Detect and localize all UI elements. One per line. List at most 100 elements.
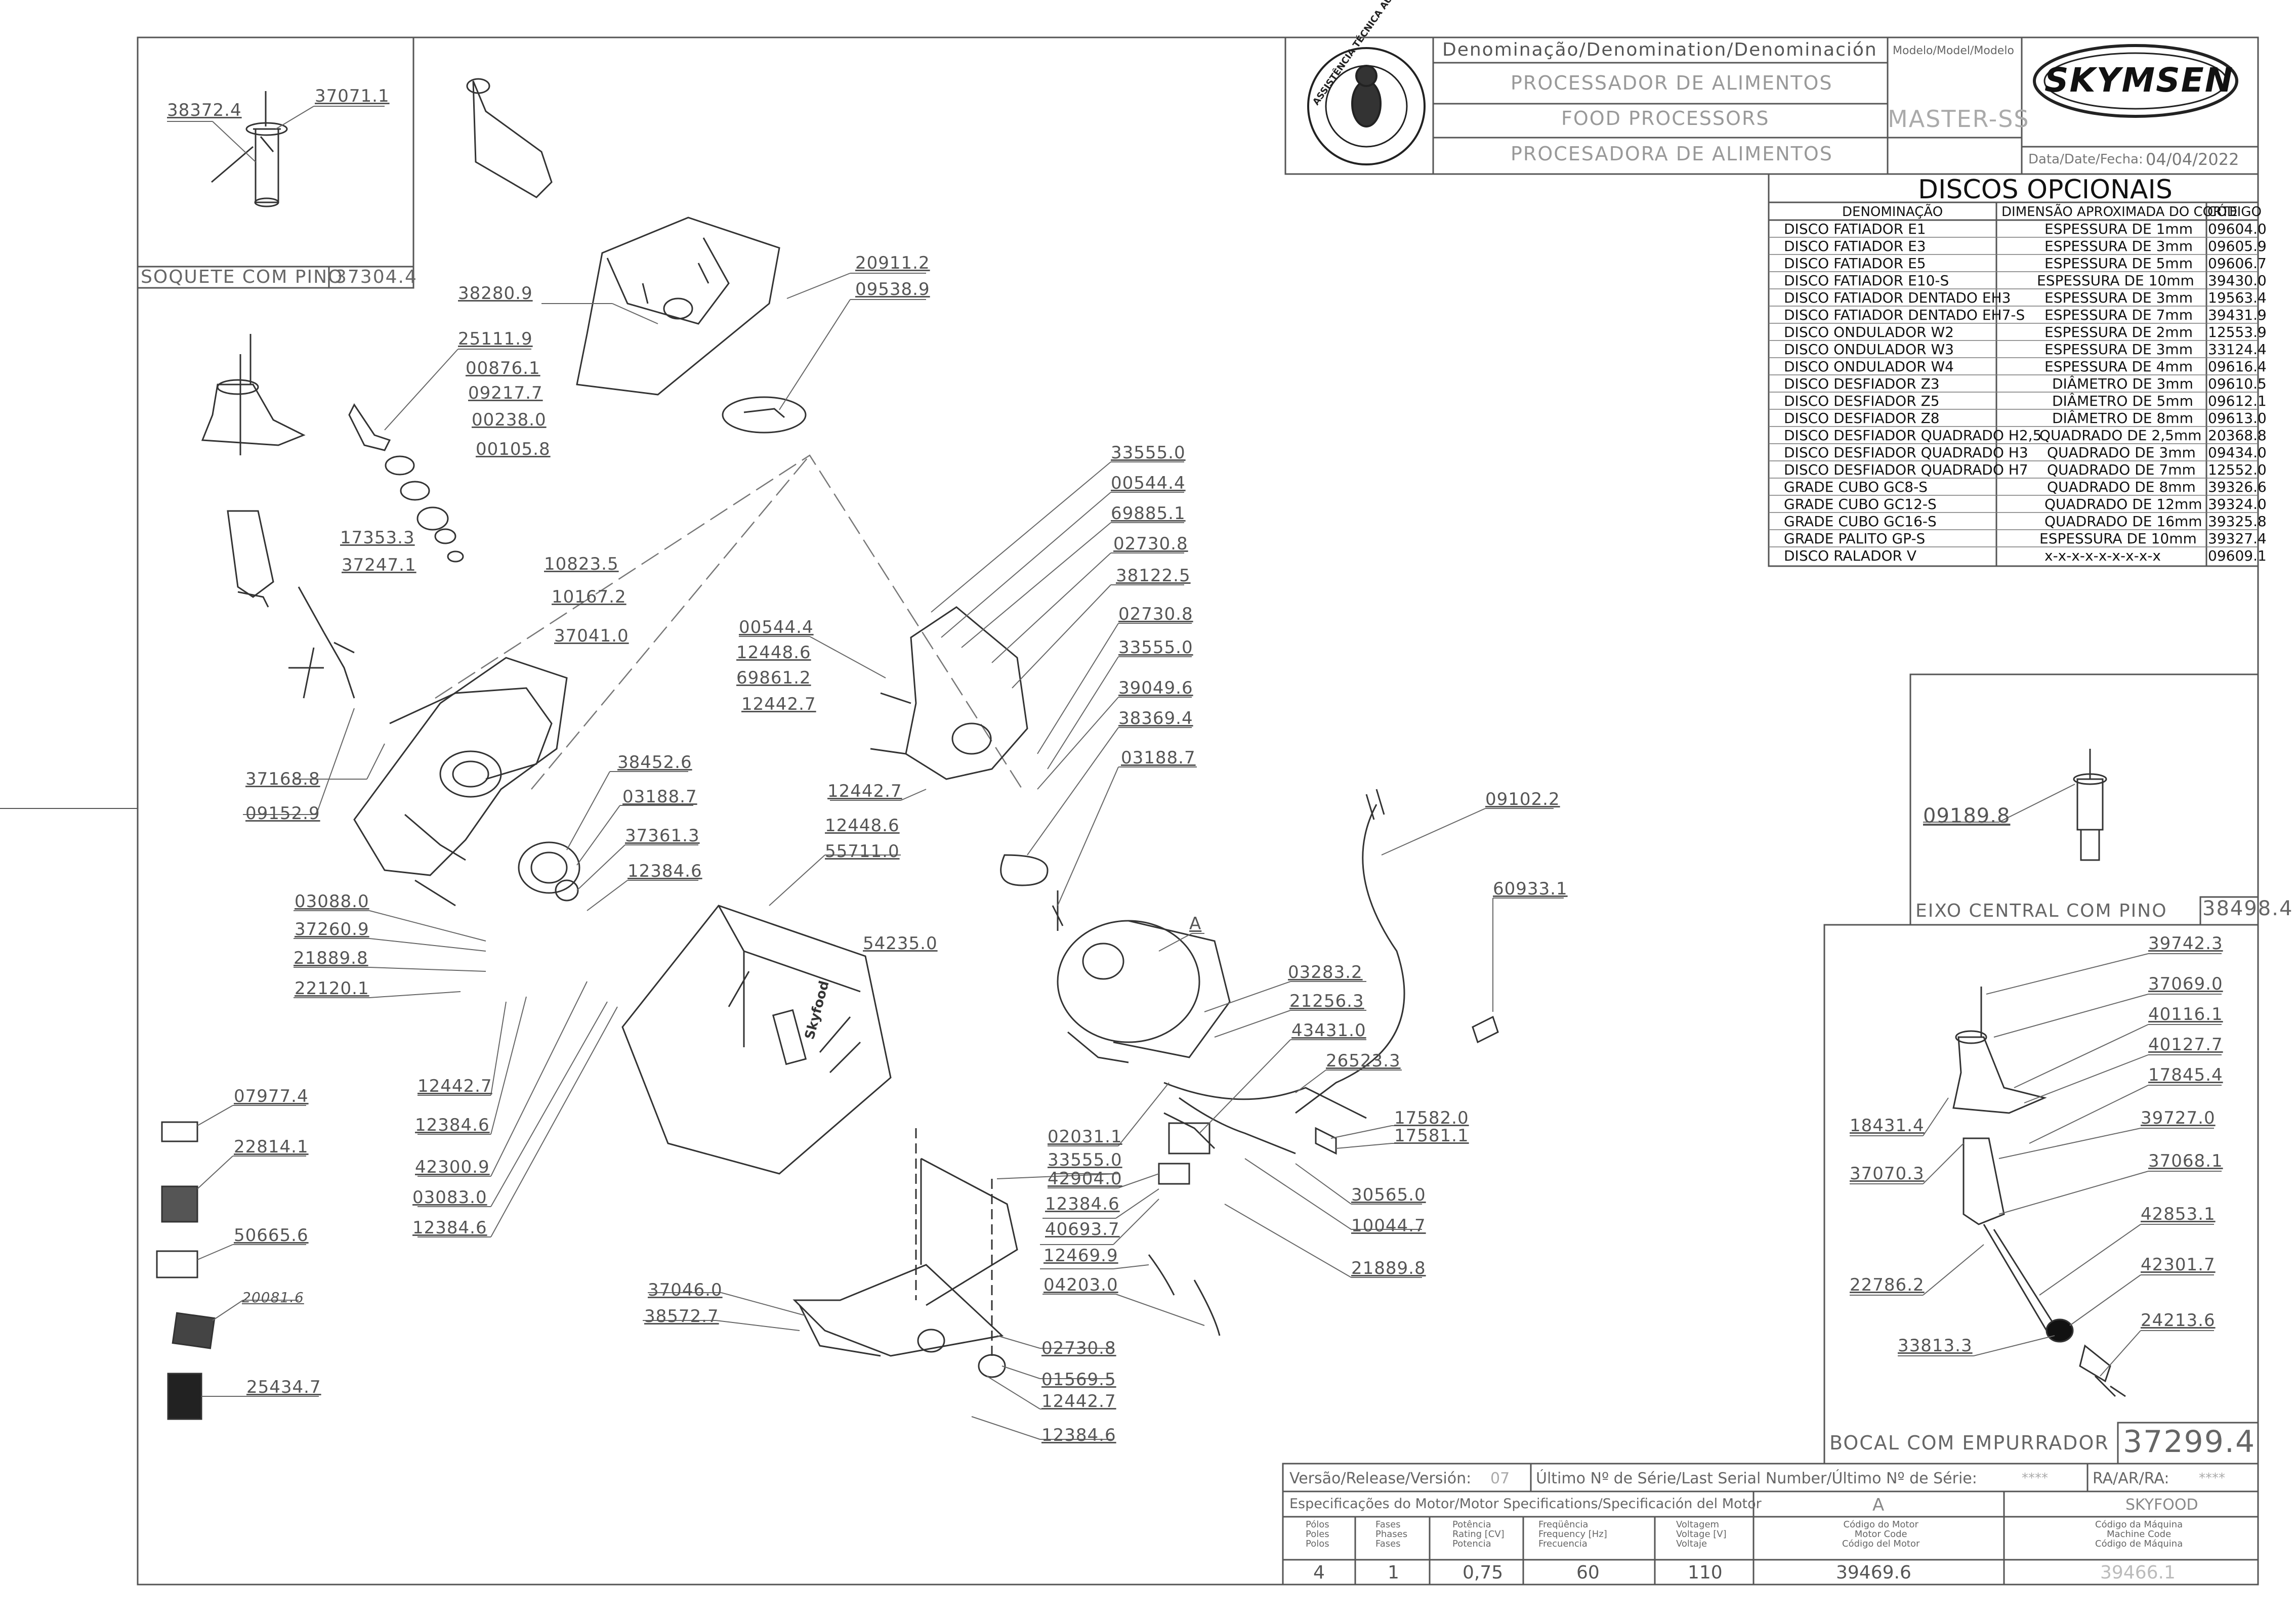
part-label: 12384.6 (415, 1115, 490, 1135)
nozzle-title: BOCAL COM EMPURRADOR (1829, 1432, 2109, 1454)
motor-spec-label: Especificações do Motor/Motor Specificat… (1289, 1496, 1762, 1512)
drive-belt (1000, 854, 1049, 886)
serial-label: Último Nº de Série/Last Serial Number/Úl… (1536, 1470, 1977, 1487)
base-plate (792, 1264, 1004, 1357)
part-label: 09217.7 (468, 383, 543, 403)
spec-rating: 0,75 (1463, 1562, 1504, 1583)
part-label: 37071.1 (315, 86, 390, 106)
part-label: 38122.5 (1116, 566, 1191, 586)
part-label: 10044.7 (1351, 1216, 1426, 1236)
part-label: 12384.6 (412, 1218, 487, 1238)
part-label: 37260.9 (295, 919, 369, 939)
part-label: 20911.2 (855, 253, 930, 273)
part-label: 33813.3 (1898, 1336, 1973, 1356)
feed-hopper (576, 217, 780, 396)
part-label: 60933.1 (1493, 879, 1568, 899)
authorized-service-seal (1307, 47, 1426, 165)
part-label: 24213.6 (2141, 1310, 2216, 1331)
part-label: 33555.0 (1118, 637, 1193, 658)
part-label: 17582.0 (1394, 1108, 1469, 1128)
part-label: 12384.6 (628, 861, 702, 881)
part-label: 30565.0 (1351, 1185, 1426, 1205)
socket-title: SOQUETE COM PINO (141, 267, 344, 287)
part-label: 09538.9 (855, 279, 930, 300)
socket-part (253, 91, 281, 203)
part-label: 37070.3 (1850, 1164, 1925, 1184)
part-label: 10823.5 (544, 554, 619, 574)
part-label: 39727.0 (2141, 1108, 2216, 1128)
part-label: 03083.0 (412, 1187, 487, 1208)
part-label: 42904.0 (1048, 1169, 1122, 1189)
part-label: 17581.1 (1394, 1126, 1469, 1146)
part-label: 37168.8 (245, 769, 320, 789)
part-label: 21889.8 (294, 948, 368, 968)
label-sticker-22814 (161, 1185, 198, 1223)
part-label: 38372.4 (167, 100, 242, 120)
part-label: 17845.4 (2148, 1065, 2223, 1085)
part-label: 55711.0 (825, 841, 900, 862)
part-label: 37361.3 (625, 826, 700, 846)
part-label: 12442.7 (1041, 1391, 1116, 1412)
part-label: 04203.0 (1043, 1275, 1118, 1295)
part-label: 12384.6 (1045, 1194, 1120, 1214)
part-label: 03283.2 (1288, 962, 1363, 982)
part-label: 25111.9 (458, 329, 533, 349)
part-label: 03188.7 (1121, 748, 1196, 768)
nozzle-code: 37299.4 (2123, 1424, 2256, 1460)
model-name: MASTER-SS (1888, 105, 2030, 133)
pulley (518, 841, 580, 894)
part-label: 09189.8 (1923, 804, 2011, 828)
part-label: 37046.0 (648, 1280, 723, 1300)
spec-poles: 4 (1313, 1562, 1325, 1583)
spec-machine-code: 39466.1 (2100, 1562, 2176, 1583)
part-label: 01569.5 (1041, 1370, 1116, 1390)
label-sticker-20081 (172, 1312, 216, 1349)
part-label: 38369.4 (1118, 708, 1193, 729)
part-label: 39049.6 (1118, 678, 1193, 698)
part-label: 09102.2 (1485, 789, 1560, 809)
part-label: 12442.7 (827, 781, 902, 801)
part-label: 22120.1 (295, 978, 369, 999)
part-label: 33555.0 (1048, 1150, 1122, 1170)
part-label: 22786.2 (1850, 1275, 1925, 1295)
label-sticker-50665 (156, 1250, 198, 1278)
part-label: 25434.7 (246, 1377, 321, 1397)
part-label: 39742.3 (2148, 933, 2223, 954)
part-label: 69885.1 (1111, 503, 1186, 524)
slicing-disc (722, 396, 807, 434)
part-label: 26523.3 (1326, 1051, 1401, 1071)
spec-frequency: 60 (1576, 1562, 1600, 1583)
part-label: 40127.7 (2148, 1035, 2223, 1055)
part-label: 00876.1 (466, 358, 540, 378)
serial-value: **** (2022, 1471, 2048, 1486)
part-label: 38280.9 (458, 283, 533, 304)
label-sticker-07977 (161, 1121, 198, 1142)
main-housing (353, 657, 568, 876)
model-header: Modelo/Model/Modelo (1893, 45, 2014, 57)
shaft-code: 38498.4 (2202, 897, 2293, 920)
name-es: PROCESADORA DE ALIMENTOS (1511, 143, 1833, 165)
part-label: 00238.0 (472, 410, 547, 430)
part-label: 12469.9 (1043, 1246, 1118, 1266)
part-label: 37068.1 (2148, 1151, 2223, 1171)
ra-label: RA/AR/RA: (2093, 1470, 2169, 1487)
motor-id: A (1872, 1495, 1885, 1515)
part-label: 42300.9 (415, 1157, 490, 1177)
date-value: 04/04/2022 (2146, 150, 2239, 169)
part-label: 12384.6 (1041, 1425, 1116, 1445)
part-label: 02031.1 (1048, 1127, 1122, 1147)
